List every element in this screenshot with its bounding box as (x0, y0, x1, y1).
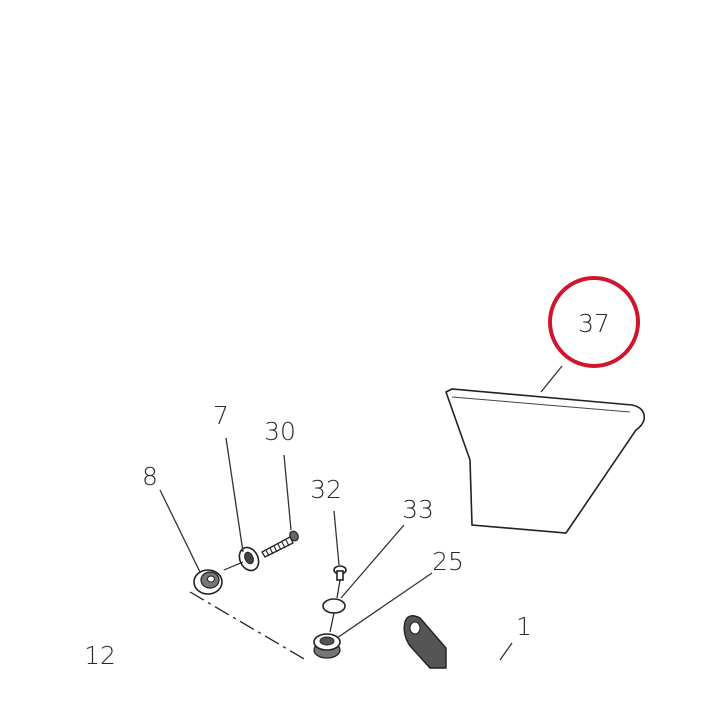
callout-25: 25 (432, 547, 464, 576)
part-1-lever (403, 615, 447, 669)
callout-30: 30 (264, 417, 296, 446)
callout-8: 8 (142, 462, 158, 491)
callout-37: 37 (578, 309, 610, 338)
part-7-washer (223, 546, 260, 572)
part-33-ring (322, 598, 346, 633)
part-37-cover-plate (445, 388, 646, 534)
part-8-grommet (193, 569, 223, 595)
part-25-bushing (313, 633, 341, 659)
callout-7: 7 (213, 401, 229, 430)
callout-32: 32 (310, 475, 342, 504)
part-30-screw (261, 530, 299, 558)
highlight-circle (548, 276, 640, 368)
callout-1: 1 (516, 612, 532, 641)
leader-lines (159, 365, 563, 661)
assembly-centerline (189, 591, 307, 661)
part-32-pin (333, 565, 347, 599)
callout-33: 33 (402, 495, 434, 524)
callout-12: 12 (84, 641, 116, 670)
